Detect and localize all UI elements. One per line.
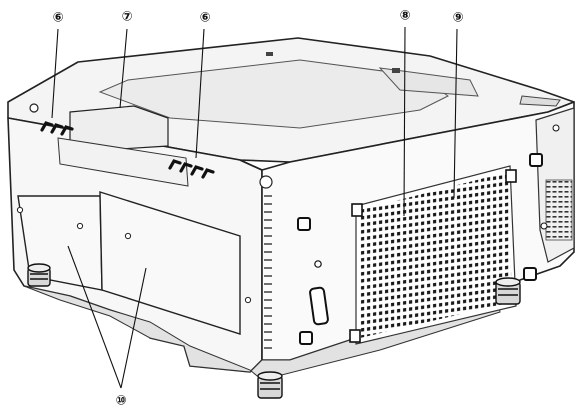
adjustable-feet	[27, 263, 521, 399]
callout-6-left: ⑥	[52, 11, 63, 26]
rear-face-details	[16, 103, 273, 349]
top-recess	[98, 59, 449, 129]
callout-7: ⑦	[121, 10, 132, 25]
side-face-details	[297, 124, 560, 345]
leader-lines	[51, 26, 458, 389]
screw-hole	[259, 175, 273, 189]
corner-ribbing	[264, 195, 272, 349]
foot	[27, 263, 51, 287]
lamp-cover-right	[99, 191, 241, 335]
vent-slots-right	[168, 159, 215, 179]
callout-10: ⑩	[115, 394, 126, 409]
callout-labels: ⑥ ⑦ ⑥ ⑧ ⑨ ⑩	[52, 9, 463, 409]
handle-bracket	[297, 153, 543, 345]
screw-hole	[29, 103, 39, 113]
callout-8: ⑧	[399, 9, 410, 24]
callout-6-right: ⑥	[199, 11, 210, 26]
side-slot	[309, 286, 329, 326]
foot	[257, 371, 283, 399]
foot	[495, 277, 521, 305]
callout-9: ⑨	[452, 11, 463, 26]
vent-slots-left	[40, 121, 74, 136]
